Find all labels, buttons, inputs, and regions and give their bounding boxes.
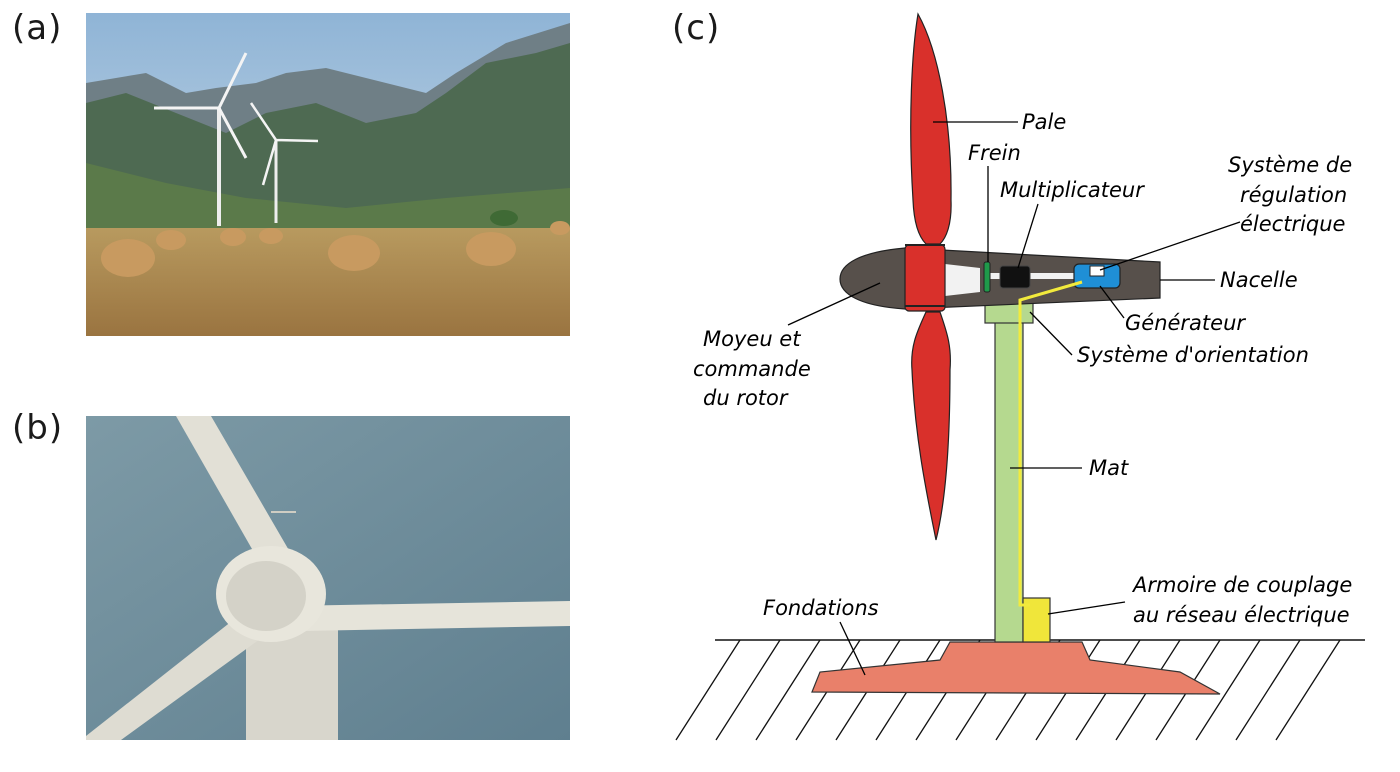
leader-fondations (840, 622, 865, 675)
gearbox (1000, 266, 1030, 288)
brake (984, 262, 990, 292)
orientation-system (985, 303, 1033, 323)
label-nacelle: Nacelle (1220, 268, 1298, 292)
regulation-system (1090, 266, 1104, 276)
nacelle-inner-cavity (945, 264, 980, 296)
foundation (812, 642, 1220, 694)
leader-moyeu (788, 283, 880, 325)
leader-regulation (1100, 222, 1240, 270)
wind-turbine-diagram: Pale Frein Multiplicateur Système de rég… (640, 0, 1400, 772)
leader-orientation (1030, 312, 1072, 355)
label-regulation-3: électrique (1240, 212, 1345, 236)
label-armoire-2: au réseau électrique (1133, 603, 1350, 627)
label-regulation-1: Système de (1228, 153, 1352, 177)
photo-wind-farm-field (86, 13, 570, 336)
rotor-hub (905, 245, 945, 311)
label-multiplicateur: Multiplicateur (1000, 178, 1145, 202)
rotor-blade (911, 14, 951, 244)
label-fondations: Fondations (763, 596, 879, 620)
label-generateur: Générateur (1125, 311, 1246, 335)
label-regulation-2: régulation (1240, 183, 1347, 207)
power-cable (1020, 282, 1082, 605)
label-pale: Pale (1022, 110, 1066, 134)
rotor-blade-lower (912, 312, 951, 540)
label-mat: Mat (1089, 456, 1129, 480)
label-moyeu-2: commande (693, 357, 811, 381)
panel-label-b: (b) (12, 408, 63, 448)
label-moyeu-3: du rotor (703, 386, 789, 410)
photo-turbine-hub-closeup (86, 416, 570, 740)
label-orientation: Système d'orientation (1077, 343, 1309, 367)
leader-armoire (1048, 602, 1125, 614)
panel-label-a: (a) (12, 8, 62, 48)
label-frein: Frein (968, 141, 1021, 165)
label-armoire-1: Armoire de couplage (1131, 573, 1352, 597)
label-moyeu-1: Moyeu et (703, 327, 801, 351)
